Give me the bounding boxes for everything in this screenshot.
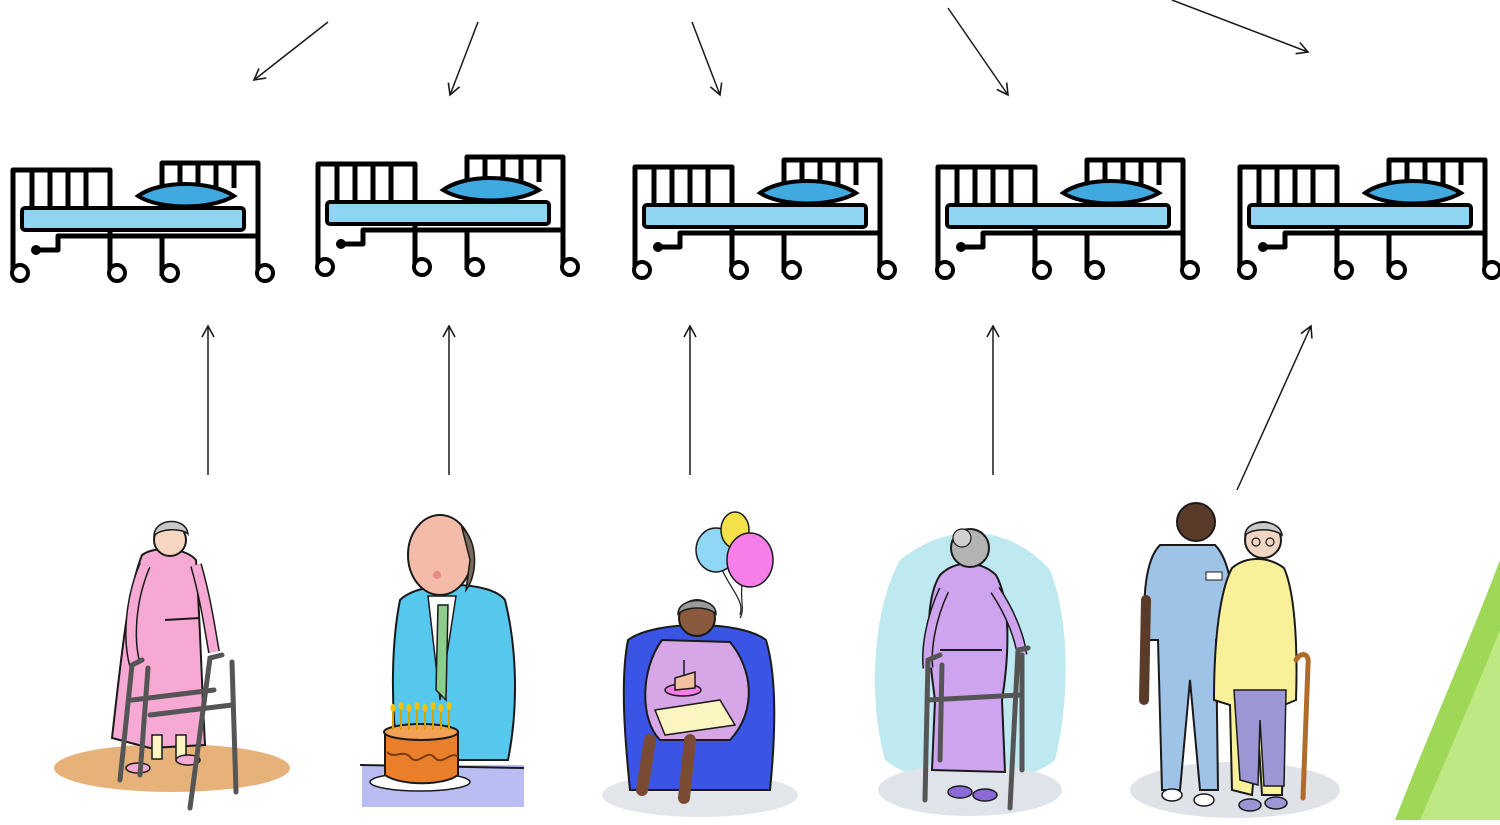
elderly-woman-armchair-balloons-icon xyxy=(602,511,798,817)
hospital-bed-icon xyxy=(317,157,578,275)
arrow-to-bed-2 xyxy=(447,21,479,97)
hospital-bed-icon xyxy=(937,160,1198,278)
top-arrows xyxy=(252,0,1310,97)
arrow-person5-to-bed5 xyxy=(1236,324,1313,491)
bottom-arrows xyxy=(201,324,1313,491)
green-corner-accent-light xyxy=(1420,630,1500,820)
nurse-helping-patient-icon xyxy=(1130,502,1340,818)
arrow-to-bed-5 xyxy=(1171,0,1310,55)
hospital-bed-icon xyxy=(12,163,273,281)
hospital-bed-icon xyxy=(634,160,895,278)
arrow-to-bed-4 xyxy=(947,7,1009,97)
elderly-woman-walker-back-icon xyxy=(874,528,1066,816)
elderly-woman-walker-icon xyxy=(54,520,290,811)
arrow-to-bed-3 xyxy=(691,21,723,97)
arrow-to-bed-1 xyxy=(252,21,329,82)
hospital-bed-icon xyxy=(1239,160,1500,278)
beds-row xyxy=(12,157,1500,281)
elderly-man-cake-icon xyxy=(359,514,525,807)
